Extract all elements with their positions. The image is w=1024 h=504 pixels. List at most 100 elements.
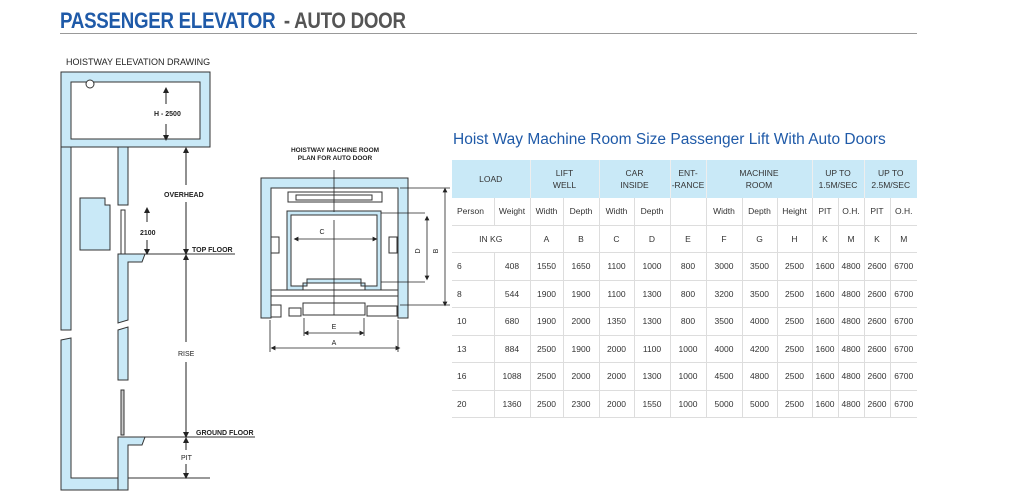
table-cell: 2600 bbox=[864, 307, 891, 336]
table-cell: 3500 bbox=[742, 280, 778, 308]
table-cell: 4800 bbox=[838, 390, 865, 418]
table-cell: 1650 bbox=[563, 252, 600, 281]
dim-c: C bbox=[319, 229, 324, 236]
sub-header: Width bbox=[706, 198, 743, 226]
table-cell: 20 bbox=[452, 390, 495, 418]
table-cell: 2500 bbox=[530, 335, 564, 363]
table-cell: 13 bbox=[452, 335, 495, 363]
table-cell: 6700 bbox=[890, 390, 917, 418]
table-cell: 1000 bbox=[670, 335, 707, 363]
sub-header: PIT bbox=[864, 198, 891, 226]
table-cell: 1000 bbox=[670, 362, 707, 391]
table-cell: 1300 bbox=[634, 280, 671, 308]
table-cell: 4800 bbox=[838, 362, 865, 391]
sub-header: Depth bbox=[563, 198, 600, 226]
sub-header: O.H. bbox=[838, 198, 865, 226]
table-cell: 4500 bbox=[706, 362, 743, 391]
table-cell: 1360 bbox=[494, 390, 531, 418]
table-cell: 2500 bbox=[530, 362, 564, 391]
sub-header: Width bbox=[530, 198, 564, 226]
table-cell: 2300 bbox=[563, 390, 600, 418]
title-sub: - AUTO DOOR bbox=[283, 8, 406, 33]
table-cell: 680 bbox=[494, 307, 531, 336]
table-cell: 4800 bbox=[742, 362, 778, 391]
door-height-label: 2100 bbox=[140, 230, 156, 237]
group-header: LIFT WELL bbox=[530, 160, 600, 198]
table-cell: 2500 bbox=[530, 390, 564, 418]
table-cell: 2000 bbox=[563, 362, 600, 391]
table-cell: 1900 bbox=[563, 335, 600, 363]
sub-header: Depth bbox=[742, 198, 778, 226]
pit-label: PIT bbox=[181, 455, 193, 462]
table-cell: 1600 bbox=[812, 335, 839, 363]
machine-room-plan-drawing: HOISTWAY MACHINE ROOM PLAN FOR AUTO DOOR bbox=[260, 147, 450, 352]
group-header: CAR INSIDE bbox=[599, 160, 671, 198]
table-cell: 1600 bbox=[812, 252, 839, 281]
code-cell: G bbox=[742, 225, 778, 253]
code-cell: IN KG bbox=[452, 225, 531, 253]
table-cell: 2000 bbox=[599, 335, 635, 363]
h-label: H - 2500 bbox=[154, 111, 181, 118]
table-cell: 6700 bbox=[890, 252, 917, 281]
table-cell: 5000 bbox=[706, 390, 743, 418]
table-cell: 800 bbox=[670, 252, 707, 281]
code-cell: M bbox=[838, 225, 865, 253]
table-cell: 1350 bbox=[599, 307, 635, 336]
table-cell: 2500 bbox=[777, 252, 813, 281]
table-cell: 6 bbox=[452, 252, 495, 281]
overhead-label: OVERHEAD bbox=[164, 192, 204, 199]
table-title: Hoist Way Machine Room Size Passenger Li… bbox=[453, 131, 886, 148]
table-cell: 2000 bbox=[599, 362, 635, 391]
sub-header bbox=[670, 198, 707, 226]
table-cell: 2000 bbox=[599, 390, 635, 418]
group-header: UP TO 2.5M/SEC bbox=[864, 160, 917, 198]
plan-title-1: HOISTWAY MACHINE ROOM bbox=[291, 147, 379, 154]
table-cell: 2500 bbox=[777, 362, 813, 391]
plan-title-2: PLAN FOR AUTO DOOR bbox=[298, 155, 373, 162]
table-cell: 1000 bbox=[634, 252, 671, 281]
ground-floor-label: GROUND FLOOR bbox=[196, 430, 254, 437]
table-cell: 3200 bbox=[706, 280, 743, 308]
code-cell: H bbox=[777, 225, 813, 253]
dim-a: A bbox=[332, 340, 337, 347]
dim-b: B bbox=[433, 248, 440, 253]
group-header: UP TO 1.5M/SEC bbox=[812, 160, 865, 198]
sub-header: Width bbox=[599, 198, 635, 226]
sub-header: Person bbox=[452, 198, 495, 226]
code-cell: C bbox=[599, 225, 635, 253]
table-cell: 1100 bbox=[599, 280, 635, 308]
table-cell: 4000 bbox=[706, 335, 743, 363]
table-cell: 544 bbox=[494, 280, 531, 308]
table-cell: 1100 bbox=[599, 252, 635, 281]
sub-header: O.H. bbox=[890, 198, 917, 226]
table-cell: 16 bbox=[452, 362, 495, 391]
elevation-title: HOISTWAY ELEVATION DRAWING bbox=[66, 57, 211, 67]
table-cell: 1088 bbox=[494, 362, 531, 391]
table-cell: 8 bbox=[452, 280, 495, 308]
table-cell: 4800 bbox=[838, 252, 865, 281]
table-cell: 2500 bbox=[777, 280, 813, 308]
table-cell: 1550 bbox=[634, 390, 671, 418]
code-cell: K bbox=[864, 225, 891, 253]
dim-d: D bbox=[415, 248, 422, 253]
table-cell: 1600 bbox=[812, 280, 839, 308]
group-header: LOAD bbox=[452, 160, 531, 198]
code-cell: A bbox=[530, 225, 564, 253]
table-cell: 1000 bbox=[670, 390, 707, 418]
sub-header: Height bbox=[777, 198, 813, 226]
table-cell: 408 bbox=[494, 252, 531, 281]
code-cell: K bbox=[812, 225, 839, 253]
code-cell: M bbox=[890, 225, 917, 253]
table-cell: 1100 bbox=[634, 335, 671, 363]
table-cell: 3500 bbox=[742, 252, 778, 281]
table-cell: 1300 bbox=[634, 307, 671, 336]
table-cell: 6700 bbox=[890, 280, 917, 308]
